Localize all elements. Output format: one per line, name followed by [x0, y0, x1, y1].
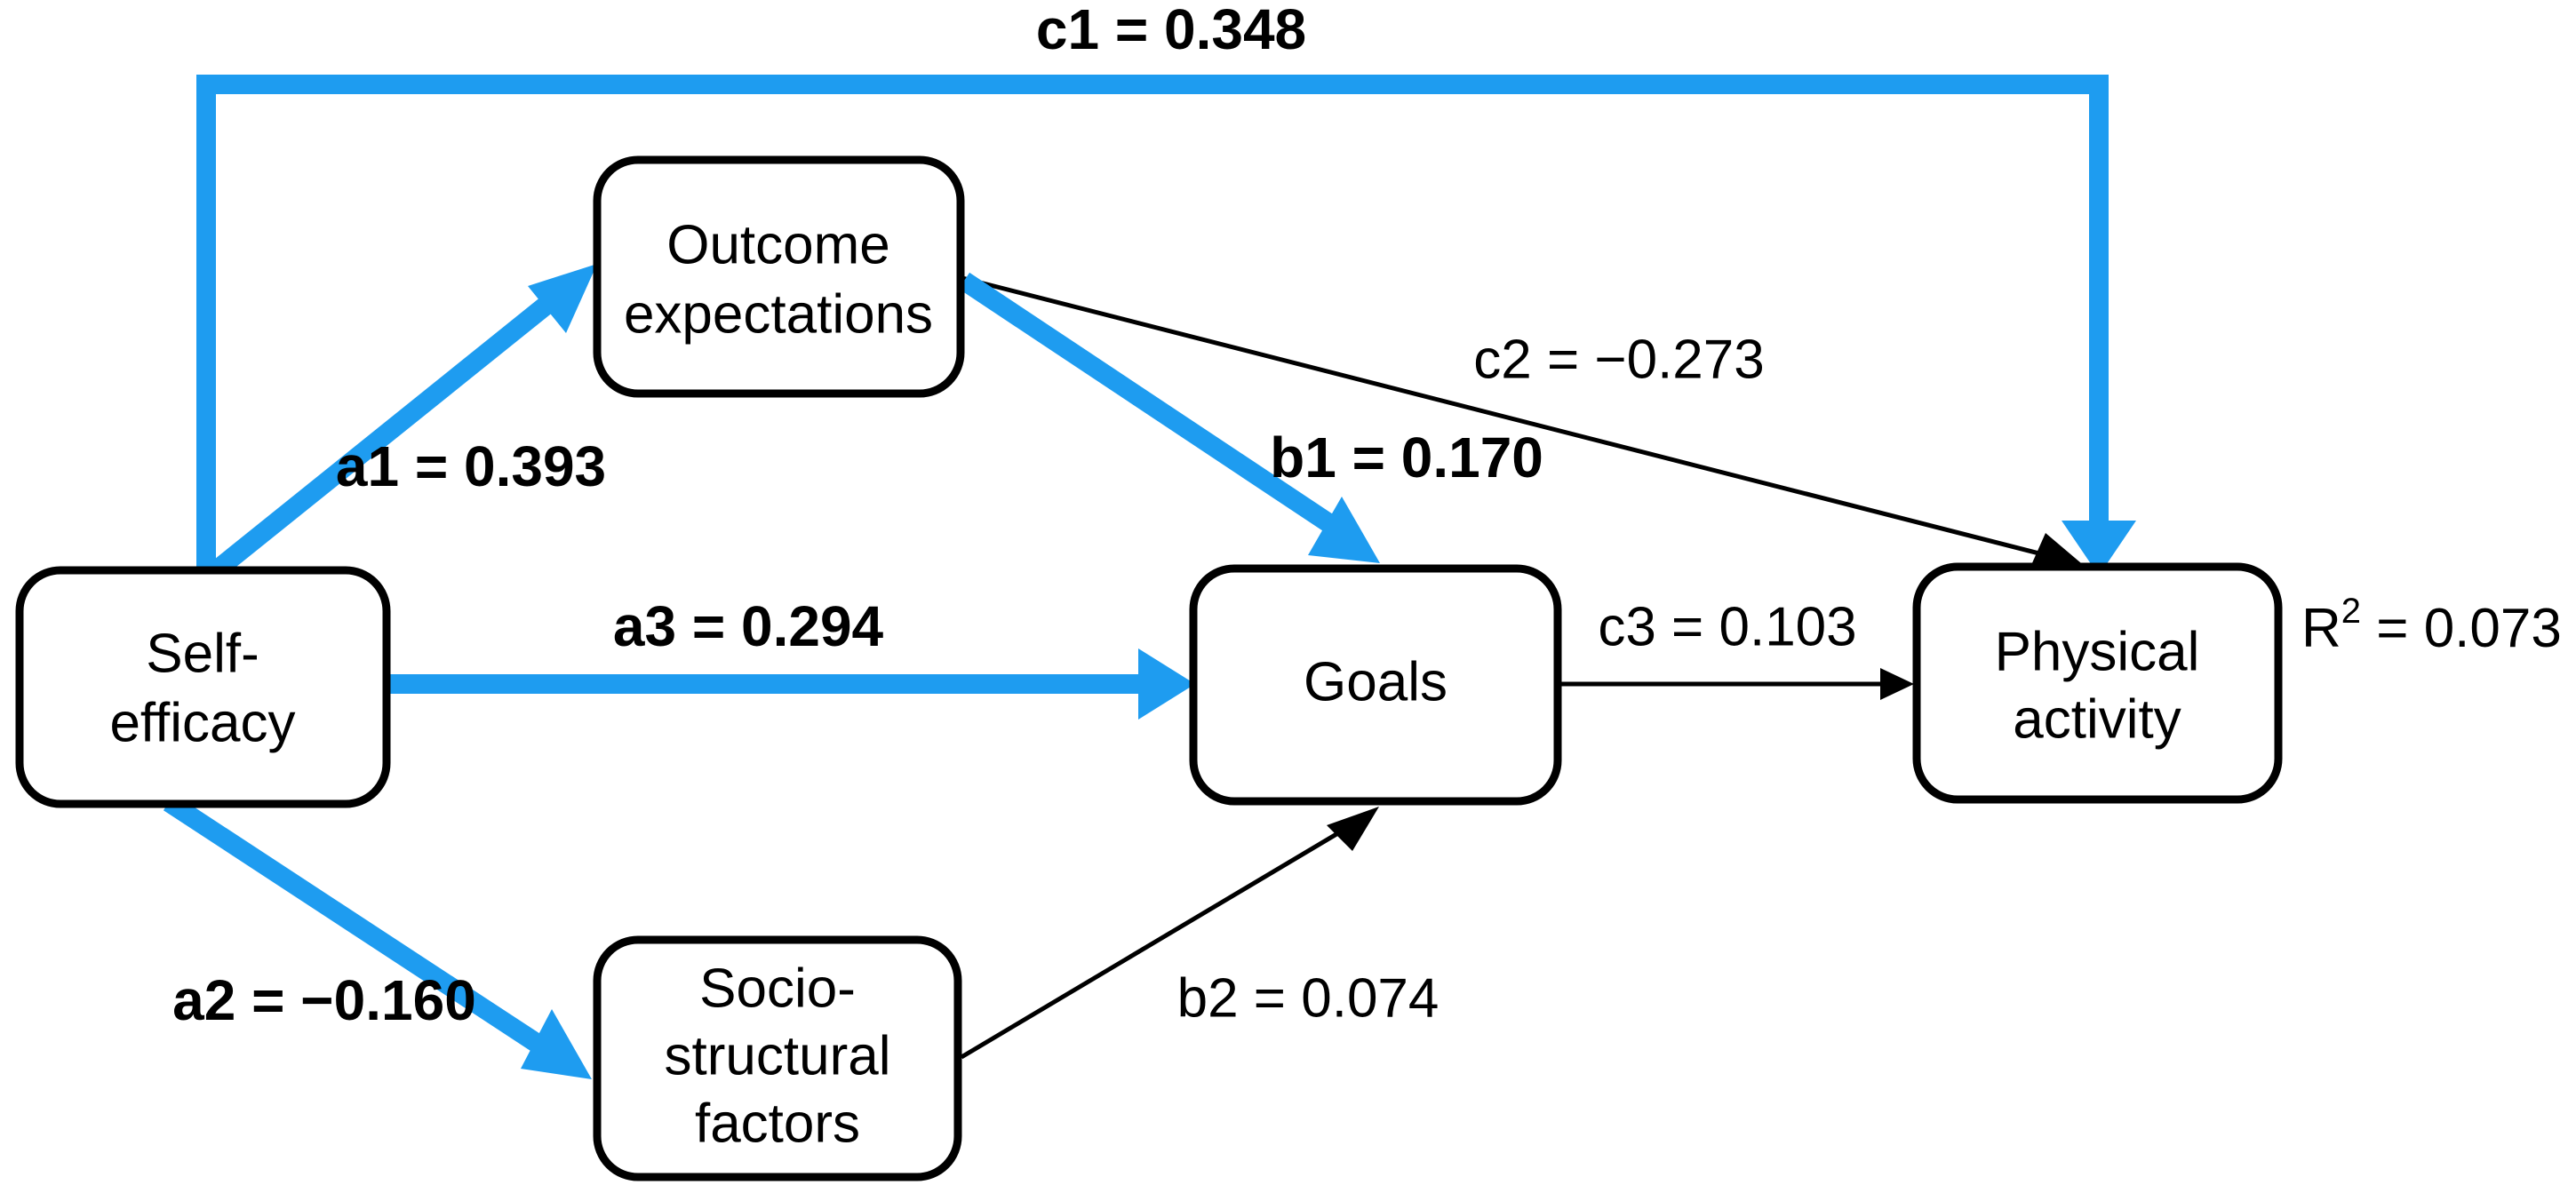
- edge-label-c3: c3 = 0.103: [1598, 596, 1856, 657]
- edge-a1-arrowhead: [528, 264, 597, 333]
- edge-c3-arrowhead: [1880, 668, 1914, 700]
- edge-a2[interactable]: [163, 793, 592, 1079]
- r-squared-prefix: R: [2301, 598, 2341, 659]
- node-goals-label-line1: Goals: [1304, 651, 1448, 712]
- node-self-efficacy[interactable]: Self- efficacy: [15, 566, 391, 808]
- edge-a3-arrowhead: [1138, 648, 1195, 720]
- node-self-efficacy-label-line2: efficacy: [109, 692, 295, 753]
- edge-b1-line: [958, 272, 1336, 533]
- node-goals[interactable]: Goals: [1189, 564, 1562, 806]
- node-outcome-expectations-shape: [593, 155, 965, 398]
- node-socio-structural-factors-label-line1: Socio-: [699, 958, 856, 1019]
- edge-label-a2: a2 = −0.160: [172, 968, 476, 1032]
- edge-a2-arrowhead: [521, 1009, 592, 1079]
- edge-c3[interactable]: [1559, 668, 1914, 700]
- node-physical-activity[interactable]: Physical activity: [1912, 562, 2283, 804]
- node-self-efficacy-label-line1: Self-: [146, 623, 259, 684]
- edge-a1[interactable]: [203, 264, 597, 584]
- edge-b1-arrowhead: [1308, 497, 1380, 563]
- r-squared-superscript: 2: [2341, 592, 2361, 631]
- edge-c1-line: [196, 75, 2109, 574]
- r-squared-annotation: R2 = 0.073: [2301, 592, 2562, 660]
- edge-c2[interactable]: [961, 275, 2086, 568]
- edge-label-c1: c1 = 0.348: [1036, 0, 1306, 61]
- node-socio-structural-factors-label-line2: structural: [665, 1025, 891, 1086]
- edge-a1-line: [203, 290, 561, 584]
- edge-b2[interactable]: [960, 807, 1379, 1060]
- edge-a2-line: [163, 793, 546, 1054]
- edge-c2-arrowhead: [2031, 533, 2086, 568]
- edge-label-c2: c2 = −0.273: [1473, 329, 1765, 390]
- node-outcome-expectations-label-line1: Outcome: [666, 214, 890, 275]
- node-self-efficacy-shape: [15, 566, 391, 808]
- edge-b2-line: [960, 815, 1367, 1060]
- node-physical-activity-label-line2: activity: [2013, 688, 2181, 750]
- r-squared-suffix: = 0.073: [2361, 598, 2562, 659]
- edge-b2-arrowhead: [1327, 807, 1379, 851]
- edge-a3[interactable]: [388, 648, 1195, 720]
- edge-c1[interactable]: [196, 75, 2136, 576]
- node-outcome-expectations[interactable]: Outcome expectations: [593, 155, 965, 398]
- svg-text:R2 = 0.073: R2 = 0.073: [2301, 592, 2562, 660]
- node-socio-structural-factors-label-line3: factors: [695, 1093, 860, 1154]
- edge-label-a1: a1 = 0.393: [336, 434, 606, 498]
- node-outcome-expectations-label-line2: expectations: [624, 283, 933, 345]
- edge-b1[interactable]: [958, 272, 1380, 563]
- edge-c1-arrowhead: [2062, 521, 2136, 576]
- node-socio-structural-factors-shape: [593, 935, 962, 1181]
- node-physical-activity-label-line1: Physical: [1995, 621, 2200, 682]
- node-physical-activity-shape: [1912, 562, 2283, 804]
- edge-c2-line: [961, 275, 2071, 564]
- node-goals-shape: [1189, 564, 1562, 806]
- edge-label-a3: a3 = 0.294: [613, 594, 884, 658]
- edge-label-b2: b2 = 0.074: [1177, 967, 1440, 1029]
- node-socio-structural-factors[interactable]: Socio- structural factors: [593, 935, 962, 1181]
- edge-label-b1: b1 = 0.170: [1270, 426, 1543, 489]
